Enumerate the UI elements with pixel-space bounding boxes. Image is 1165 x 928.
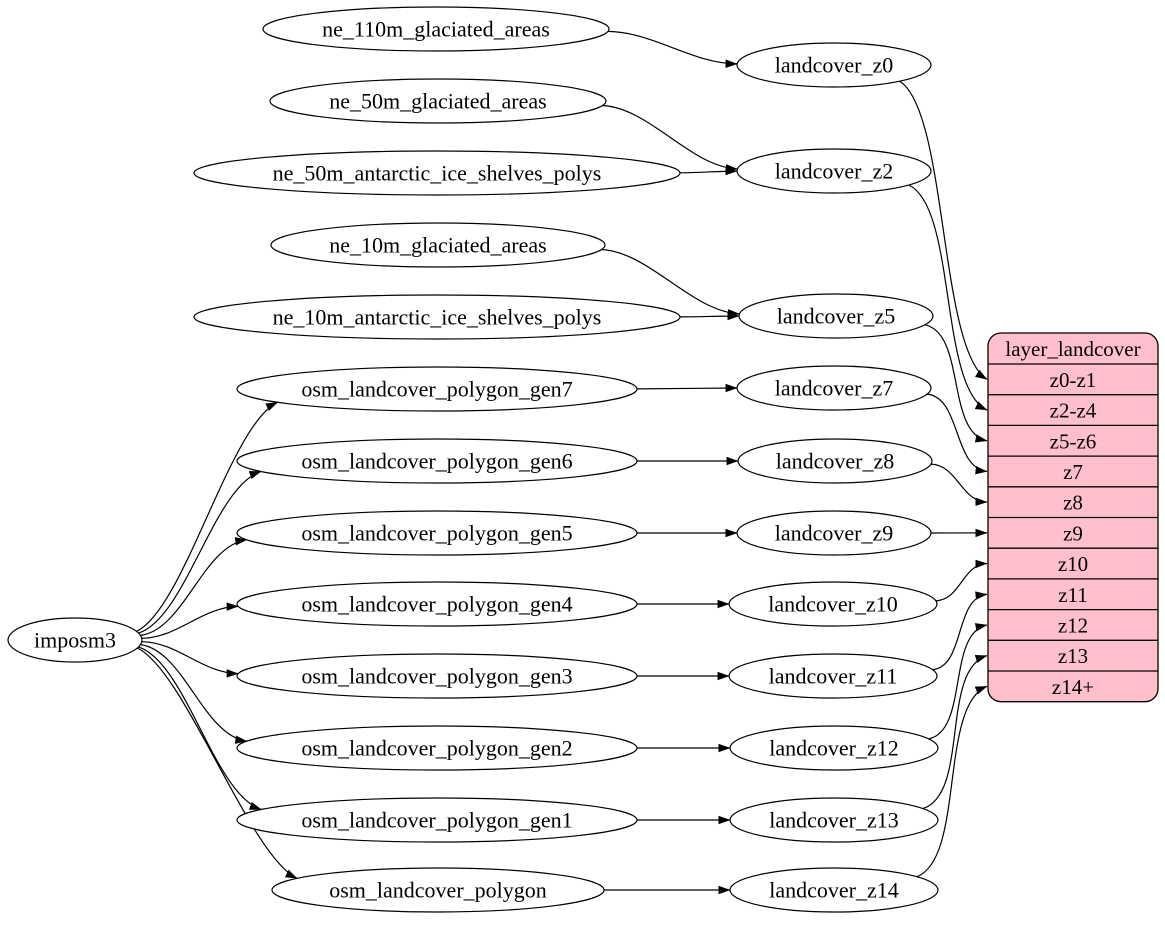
node-label-osm_landcover_polygon_gen1: osm_landcover_polygon_gen1	[301, 807, 572, 832]
node-label-ne_10m_antarctic_ice_shelves_polys: ne_10m_antarctic_ice_shelves_polys	[273, 304, 602, 329]
record-layer_landcover: layer_landcover z0-z1 z2-z4 z5-z6 z7 z8 z9 z10 z…	[988, 333, 1158, 702]
node-imposm3: imposm3	[8, 618, 142, 662]
node-label-landcover_z11: landcover_z11	[769, 663, 898, 688]
node-label-osm_landcover_polygon_gen7: osm_landcover_polygon_gen7	[301, 376, 572, 401]
node-osm_landcover_polygon_gen2: osm_landcover_polygon_gen2	[237, 726, 637, 770]
node-ne_110m_glaciated_areas: ne_110m_glaciated_areas	[263, 7, 609, 51]
node-label-osm_landcover_polygon_gen4: osm_landcover_polygon_gen4	[301, 591, 572, 616]
node-label-osm_landcover_polygon_gen6: osm_landcover_polygon_gen6	[301, 448, 572, 473]
node-label-imposm3: imposm3	[34, 627, 116, 652]
record-row-label-z12: z12	[1058, 614, 1088, 638]
edge-landcover_z12-to-layer_landcover-z12	[929, 625, 987, 739]
node-landcover_z13: landcover_z13	[730, 798, 938, 842]
edge-landcover_z14-to-layer_landcover-z14+	[917, 686, 987, 876]
node-osm_landcover_polygon_gen7: osm_landcover_polygon_gen7	[237, 367, 637, 411]
node-osm_landcover_polygon_gen5: osm_landcover_polygon_gen5	[237, 511, 637, 555]
node-ne_50m_antarctic_ice_shelves_polys: ne_50m_antarctic_ice_shelves_polys	[194, 151, 680, 195]
node-landcover_z12: landcover_z12	[730, 726, 938, 770]
edge-ne_50m_antarctic_ice_shelves_polys-to-landcover_z2	[680, 171, 737, 173]
nodes-layer: imposm3 ne_110m_glaciated_areas ne_50m_gla…	[8, 7, 938, 912]
node-label-landcover_z14: landcover_z14	[769, 877, 899, 902]
edge-landcover_z11-to-layer_landcover-z11	[933, 594, 987, 669]
node-landcover_z14: landcover_z14	[730, 868, 938, 912]
node-osm_landcover_polygon_gen3: osm_landcover_polygon_gen3	[237, 654, 637, 698]
node-ne_10m_antarctic_ice_shelves_polys: ne_10m_antarctic_ice_shelves_polys	[194, 295, 680, 339]
node-landcover_z8: landcover_z8	[738, 439, 932, 483]
node-landcover_z9: landcover_z9	[737, 511, 931, 555]
node-label-osm_landcover_polygon_gen2: osm_landcover_polygon_gen2	[301, 735, 572, 760]
node-osm_landcover_polygon_gen6: osm_landcover_polygon_gen6	[237, 439, 637, 483]
record-row-label-z13: z13	[1058, 644, 1088, 668]
record-header-label: layer_landcover	[1005, 337, 1140, 361]
edge-ne_110m_glaciated_areas-to-landcover_z0	[608, 31, 737, 64]
node-label-osm_landcover_polygon: osm_landcover_polygon	[329, 877, 547, 902]
edge-landcover_z7-to-layer_landcover-z7	[927, 394, 987, 471]
node-osm_landcover_polygon: osm_landcover_polygon	[272, 868, 604, 912]
edge-imposm3-to-osm_landcover_polygon_gen3	[142, 642, 238, 674]
edge-landcover_z2-to-layer_landcover-z2-z4	[909, 185, 987, 410]
node-label-landcover_z12: landcover_z12	[769, 735, 899, 760]
record-row-label-z14+: z14+	[1052, 675, 1094, 699]
node-ne_10m_glaciated_areas: ne_10m_glaciated_areas	[271, 223, 605, 267]
node-label-landcover_z5: landcover_z5	[777, 303, 896, 328]
node-label-landcover_z13: landcover_z13	[769, 807, 899, 832]
node-label-ne_50m_antarctic_ice_shelves_polys: ne_50m_antarctic_ice_shelves_polys	[273, 160, 602, 185]
node-label-landcover_z8: landcover_z8	[776, 448, 895, 473]
node-label-osm_landcover_polygon_gen3: osm_landcover_polygon_gen3	[301, 663, 572, 688]
node-label-ne_110m_glaciated_areas: ne_110m_glaciated_areas	[322, 16, 550, 41]
record-row-label-z9: z9	[1063, 521, 1083, 545]
node-landcover_z0: landcover_z0	[737, 43, 931, 87]
record-row-label-z5-z6: z5-z6	[1050, 429, 1097, 453]
node-label-landcover_z9: landcover_z9	[775, 520, 894, 545]
node-osm_landcover_polygon_gen1: osm_landcover_polygon_gen1	[237, 798, 637, 842]
edge-ne_10m_antarctic_ice_shelves_polys-to-landcover_z5	[680, 316, 739, 317]
node-label-landcover_z0: landcover_z0	[775, 52, 894, 77]
edge-landcover_z0-to-layer_landcover-z0-z1	[900, 81, 987, 379]
node-landcover_z10: landcover_z10	[729, 582, 937, 626]
edge-landcover_z8-to-layer_landcover-z8	[931, 464, 987, 502]
edge-landcover_z5-to-layer_landcover-z5-z6	[925, 325, 987, 441]
record-row-label-z8: z8	[1063, 491, 1083, 515]
node-label-landcover_z2: landcover_z2	[775, 158, 894, 183]
edge-landcover_z10-to-layer_landcover-z10	[936, 564, 987, 601]
record-row-label-z11: z11	[1058, 583, 1088, 607]
node-landcover_z7: landcover_z7	[737, 366, 931, 410]
record-row-label-z10: z10	[1058, 552, 1088, 576]
node-label-landcover_z7: landcover_z7	[775, 375, 894, 400]
edge-osm_landcover_polygon_gen7-to-landcover_z7	[637, 388, 737, 389]
node-landcover_z2: landcover_z2	[737, 149, 931, 193]
node-landcover_z5: landcover_z5	[739, 294, 933, 338]
node-label-ne_50m_glaciated_areas: ne_50m_glaciated_areas	[329, 88, 546, 113]
record-row-label-z0-z1: z0-z1	[1050, 368, 1097, 392]
node-landcover_z11: landcover_z11	[729, 654, 937, 698]
record-row-label-z2-z4: z2-z4	[1050, 399, 1097, 423]
node-ne_50m_glaciated_areas: ne_50m_glaciated_areas	[270, 79, 606, 123]
record-row-label-z7: z7	[1063, 460, 1083, 484]
node-osm_landcover_polygon_gen4: osm_landcover_polygon_gen4	[237, 582, 637, 626]
node-label-landcover_z10: landcover_z10	[768, 591, 898, 616]
node-label-osm_landcover_polygon_gen5: osm_landcover_polygon_gen5	[301, 520, 572, 545]
node-label-ne_10m_glaciated_areas: ne_10m_glaciated_areas	[329, 232, 546, 257]
